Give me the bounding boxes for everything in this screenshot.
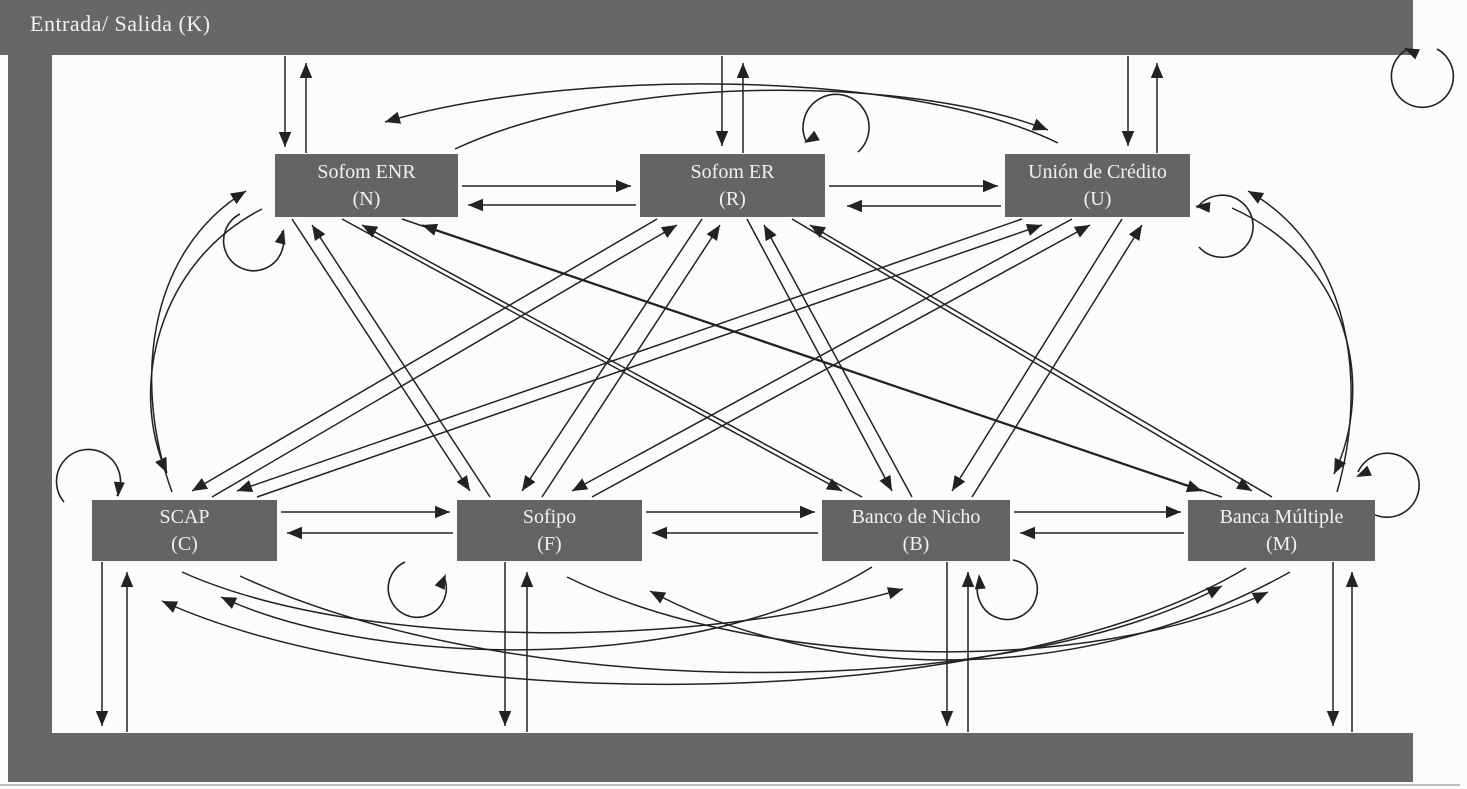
arrow-C-to-N [150, 190, 247, 493]
node-code: (N) [352, 187, 381, 210]
node-label: Banca Múltiple [1219, 505, 1344, 528]
arrow-C-to-M [239, 575, 1223, 674]
frame-exchange-arrows [95, 56, 1359, 732]
arrow-C-to-R [211, 224, 678, 498]
arrow-N-to-M [401, 218, 1203, 493]
node-label: SCAP [159, 505, 210, 528]
node-banco-de-nicho: Banco de Nicho (B) [822, 500, 1010, 561]
node-code: (C) [171, 532, 198, 555]
arrow-C-to-U [256, 224, 1043, 498]
node-sofipo: Sofipo (F) [457, 500, 642, 561]
arrow-B-to-C [220, 566, 873, 651]
node-scap: SCAP (C) [92, 500, 277, 561]
arrow-M-to-U [1247, 190, 1352, 493]
node-label: Sofipo [522, 505, 577, 528]
node-union-de-credito: Unión de Crédito (U) [1005, 154, 1190, 217]
self-loops [55, 48, 1455, 621]
arrow-F-to-N [311, 224, 491, 498]
arrow-N-to-F [291, 218, 471, 492]
self-loop-M-head [1356, 465, 1372, 477]
node-code: (R) [719, 187, 746, 210]
self-loop-C [55, 448, 122, 503]
arrow-B-to-R [763, 224, 913, 498]
self-loop-N-head [274, 229, 286, 245]
self-loop-R [802, 93, 870, 153]
arrow-U-to-N [384, 83, 1059, 144]
node-code: (B) [902, 532, 930, 555]
arrow-C-to-B [181, 571, 904, 634]
self-loop-U-head [1195, 201, 1211, 213]
node-label: Unión de Crédito [1028, 160, 1167, 183]
arrow-U-to-M [1231, 207, 1354, 475]
self-loop-F-head [434, 574, 446, 590]
frame-label: Entrada/ Salida (K) [30, 11, 211, 36]
arrow-M-to-F [649, 571, 1291, 661]
node-banca-multiple: Banca Múltiple (M) [1188, 500, 1375, 561]
arrow-N-to-B [341, 218, 843, 492]
bottom-rule [0, 784, 1460, 786]
node-code: (U) [1083, 187, 1112, 210]
arrow-M-to-R [809, 224, 1273, 498]
self-loop-K [1390, 48, 1455, 109]
arrow-U-to-F [571, 218, 1073, 492]
arrow-R-to-C [191, 218, 658, 492]
arrow-N-to-U [454, 89, 1049, 150]
arrow-R-to-B [746, 218, 893, 492]
arrow-R-to-M [791, 218, 1253, 492]
self-loop-M [1357, 452, 1420, 518]
node-sofom-er: Sofom ER (R) [640, 154, 825, 217]
node-label: Sofom ER [690, 160, 775, 183]
node-sofom-enr: Sofom ENR (N) [275, 154, 458, 217]
arrow-U-to-B [951, 218, 1123, 492]
self-loop-N [222, 213, 285, 272]
curved-arrows [149, 83, 1354, 686]
self-loop-F [387, 561, 448, 619]
arrow-F-to-M [566, 576, 1269, 653]
arrow-U-to-C [236, 218, 1023, 492]
self-loop-B-head [974, 574, 986, 590]
self-loop-R-head [804, 130, 820, 143]
diagonal-arrows [191, 218, 1273, 498]
node-code: (M) [1265, 532, 1298, 555]
self-loop-C-head [113, 481, 125, 497]
arrow-B-to-U [971, 224, 1143, 498]
node-label: Sofom ENR [317, 160, 416, 183]
entrada-salida-bar-top: Entrada/ Salida (K) [0, 0, 1413, 55]
node-label: Banco de Nicho [851, 505, 981, 528]
adjacent-arrows [281, 179, 1184, 540]
entrada-salida-bar-bottom [8, 733, 1413, 782]
self-loop-K-head [1404, 48, 1420, 60]
arrow-M-to-C [161, 567, 1247, 686]
entrada-salida-bar-left [8, 55, 52, 733]
arrow-F-to-U [591, 224, 1091, 498]
self-loop-U [1196, 194, 1254, 259]
self-loop-B [976, 559, 1039, 621]
node-code: (F) [537, 532, 562, 555]
arrow-R-to-F [521, 218, 703, 492]
arrow-N-to-C [149, 208, 263, 474]
arrow-F-to-R [541, 224, 721, 498]
